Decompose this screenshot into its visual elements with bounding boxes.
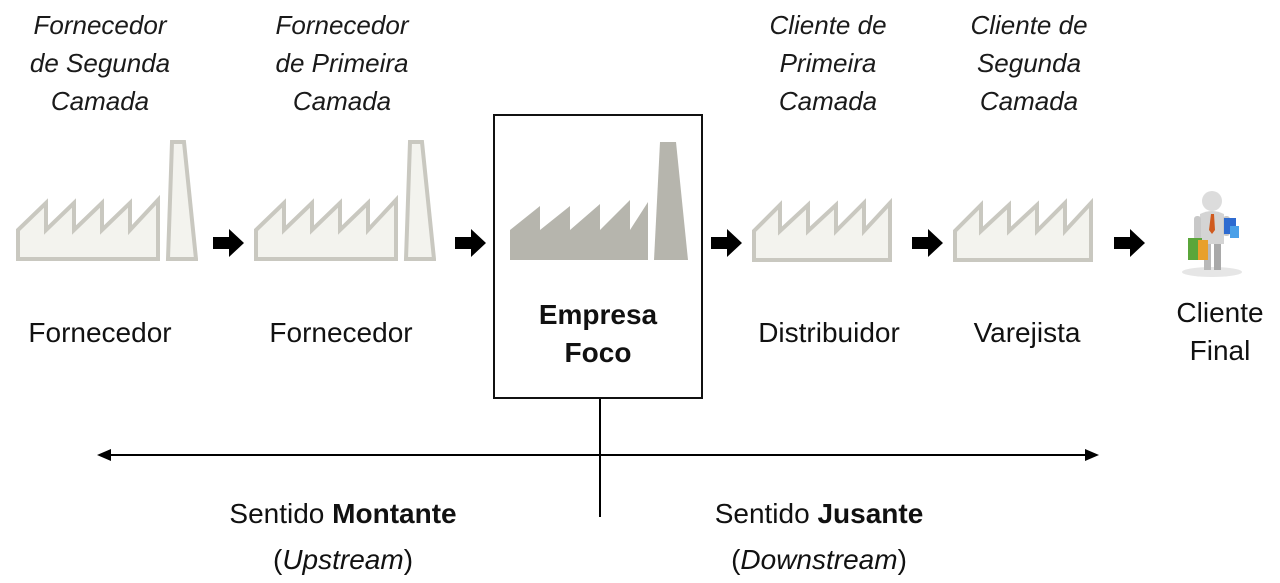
upstream-close-paren: ): [403, 544, 414, 575]
axis-left-arrowhead: [97, 449, 111, 461]
focus-label-line-2: Foco: [564, 337, 632, 368]
tier-label-line: Camada: [778, 86, 878, 116]
downstream-prefix: Sentido: [714, 498, 818, 529]
shopper-icon: [1182, 191, 1242, 277]
end-customer-line-2: Final: [1189, 335, 1251, 366]
focus-factory-icon: [510, 142, 688, 260]
tier-label-line: Camada: [292, 86, 392, 116]
factory-icon: [16, 140, 198, 261]
downstream-bold: Jusante: [817, 498, 924, 529]
focus-company-box: [493, 114, 703, 399]
tier-label-line: Fornecedor: [33, 10, 167, 40]
tier-label-line: Camada: [50, 86, 150, 116]
downstream-label: Sentido Jusante (Downstream): [636, 491, 1002, 583]
entity-label-supplier-2: Fornecedor: [28, 317, 172, 348]
factory-icon: [752, 197, 892, 262]
flow-arrow-icon: [1114, 229, 1145, 257]
focus-label-line-1: Empresa: [538, 299, 658, 330]
downstream-italic: Downstream: [740, 544, 898, 575]
upstream-bold: Montante: [332, 498, 457, 529]
flow-arrow-icon: [912, 229, 943, 257]
tier-label-first-tier-supplier: Fornecedor de Primeira Camada: [242, 6, 442, 120]
flow-arrow-icon: [213, 229, 244, 257]
downstream-title: Sentido Jusante: [636, 491, 1002, 537]
flow-arrow-icon: [711, 229, 742, 257]
downstream-subtitle: (Downstream): [636, 537, 1002, 583]
upstream-prefix: Sentido: [229, 498, 333, 529]
flow-arrow-icon: [455, 229, 486, 257]
tier-label-line: Cliente de: [769, 10, 887, 40]
entity-label-retailer: Varejista: [973, 317, 1081, 348]
end-customer-label: Cliente Final: [1160, 294, 1280, 370]
tier-label-first-tier-customer: Cliente de Primeira Camada: [728, 6, 928, 120]
factory-icon: [953, 197, 1093, 262]
focus-company-label: Empresa Foco: [493, 296, 703, 372]
upstream-subtitle: (Upstream): [160, 537, 526, 583]
factory-icon: [254, 140, 436, 261]
entity-label-supplier-1: Fornecedor: [269, 317, 413, 348]
downstream-close-paren: ): [897, 544, 907, 575]
axis-right-arrowhead: [1085, 449, 1099, 461]
tier-label-line: Cliente de: [970, 10, 1088, 40]
upstream-title: Sentido Montante: [160, 491, 526, 537]
tier-label-line: Segunda: [976, 48, 1082, 78]
upstream-italic: Upstream: [282, 544, 404, 575]
tier-label-line: de Primeira: [275, 48, 409, 78]
upstream-label: Sentido Montante (Upstream): [160, 491, 526, 583]
end-customer-line-1: Cliente: [1176, 297, 1264, 328]
entity-label-distributor: Distribuidor: [758, 317, 900, 348]
tier-label-line: Fornecedor: [275, 10, 409, 40]
tier-label-line: de Segunda: [29, 48, 171, 78]
tier-label-line: Primeira: [779, 48, 877, 78]
tier-label-line: Camada: [979, 86, 1079, 116]
tier-label-second-tier-customer: Cliente de Segunda Camada: [929, 6, 1129, 120]
downstream-open-paren: (: [731, 544, 741, 575]
upstream-open-paren: (: [272, 544, 283, 575]
tier-label-second-tier-supplier: Fornecedor de Segunda Camada: [0, 6, 200, 120]
